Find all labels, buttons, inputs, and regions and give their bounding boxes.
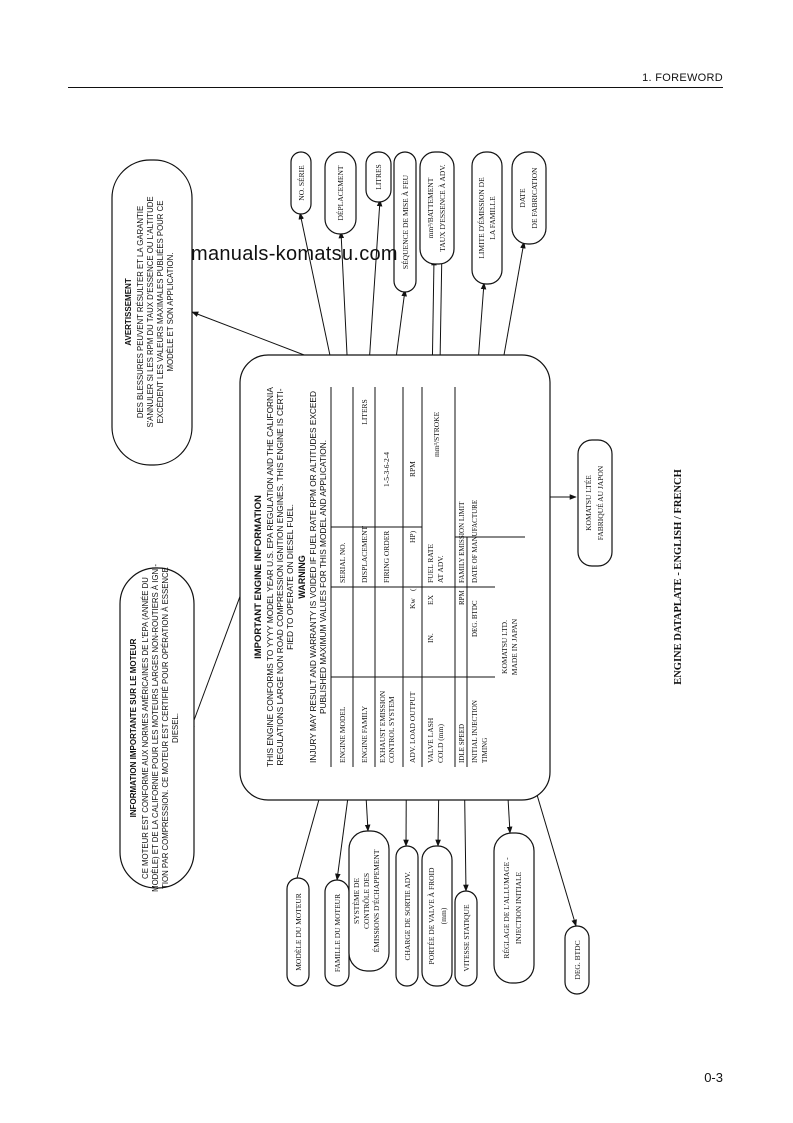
svg-text:DEG. BTDC: DEG. BTDC	[573, 940, 582, 979]
info-title: INFORMATION IMPORTANTE SUR LE MOTEUR	[129, 638, 138, 817]
row-ex: EX	[426, 594, 435, 605]
row-in: IN.	[426, 633, 435, 643]
svg-text:DES BLESSURES PEUVENT RÉSULTER: DES BLESSURES PEUVENT RÉSULTER ET LA GAR…	[136, 206, 145, 418]
svg-text:DATE: DATE	[518, 188, 527, 208]
svg-text:NO. SÉRIE: NO. SÉRIE	[296, 165, 306, 201]
svg-text:LIMITE D'ÉMISSION DE: LIMITE D'ÉMISSION DE	[476, 177, 486, 259]
plate-intro-3: FIED TO OPERATE ON DIESEL FUEL.	[285, 504, 295, 650]
callout-modele-moteur: MODÈLE DU MOTEUR	[286, 877, 310, 987]
callout-limite-emission: LIMITE D'ÉMISSION DE LA FAMILLE	[471, 151, 503, 285]
svg-text:CE MOTEUR EST CONFORME AUX NOR: CE MOTEUR EST CONFORME AUX NORMES AMÉRIC…	[141, 577, 150, 879]
row-paren: (	[408, 588, 417, 591]
row-cold-mm: COLD (mm)	[436, 724, 445, 763]
svg-text:mm³/BATTEMENT: mm³/BATTEMENT	[426, 177, 435, 238]
row-engine-family: ENGINE FAMILY	[360, 705, 369, 763]
callout-litres: LITRES	[365, 151, 392, 203]
svg-text:EXCÈDENT LES VALEURS MAXIMALES: EXCÈDENT LES VALEURS MAXIMALES PUBLIÉES …	[156, 201, 165, 424]
plate-origin: MADE IN JAPAN	[510, 618, 519, 675]
svg-text:CHARGE DE SORTIE ADV.: CHARGE DE SORTIE ADV.	[403, 871, 412, 960]
plate-border	[239, 354, 551, 801]
row-displacement: DISPLACEMENT	[360, 525, 369, 583]
callout-reglage-allumage: RÉGLAGE DE L'ALLUMAGE - INJECTION INITIA…	[493, 832, 535, 984]
row-liters: LITERS	[360, 399, 369, 424]
svg-text:LITRES: LITRES	[374, 164, 383, 189]
row-family-emission-limit: FAMILY EMISSION LIMIT	[458, 501, 466, 583]
callout-deplacement: DÉPLACEMENT	[324, 151, 357, 235]
row-at-adv: AT ADV.	[436, 555, 445, 583]
svg-text:MODÈLE DU MOTEUR: MODÈLE DU MOTEUR	[293, 893, 303, 971]
row-serial-no: SERIAL NO.	[338, 542, 347, 583]
row-date-of-manufacture: DATE OF MANUFACTURE	[471, 500, 479, 583]
svg-text:CONTRÔLE DES: CONTRÔLE DES	[361, 873, 371, 929]
row-idle-rpm: RPM	[458, 589, 466, 605]
row-firing-order: FIRING ORDER	[382, 531, 391, 583]
svg-text:MODÈLE ET SON APPLICATION.: MODÈLE ET SON APPLICATION.	[166, 253, 175, 372]
plate-warning-title: WARNING	[297, 555, 307, 599]
svg-text:MODÈLE) ET DE LA CALIFORNIE PO: MODÈLE) ET DE LA CALIFORNIE POUR LES MOT…	[151, 564, 160, 892]
row-deg-btdc: DEG. BTDC	[471, 600, 479, 637]
row-fuel-rate: FUEL RATE	[426, 543, 435, 583]
plate-intro-1: THIS ENGINE CONFORMS TO YYYY MODEL YEAR …	[265, 387, 275, 767]
callout-famille-moteur: FAMILLE DU MOTEUR	[324, 879, 350, 987]
svg-text:SÉQUENCE DE MISE À FEU: SÉQUENCE DE MISE À FEU	[400, 174, 410, 269]
svg-text:S'ANNULER SI LES RPM DU TAUX D: S'ANNULER SI LES RPM DU TAUX D'ESSENCE O…	[146, 196, 155, 427]
french-warning-box: AVERTISSEMENT DES BLESSURES PEUVENT RÉSU…	[111, 159, 193, 466]
row-adv-load-output: ADV. LOAD OUTPUT	[408, 691, 417, 763]
row-hp: HP)	[408, 530, 417, 543]
header-rule	[68, 87, 723, 88]
page-number: 0-3	[704, 1070, 723, 1085]
svg-text:TAUX D'ESSENCE À ADV.: TAUX D'ESSENCE À ADV.	[437, 164, 447, 251]
svg-text:FAMILLE DU MOTEUR: FAMILLE DU MOTEUR	[333, 894, 342, 972]
avertissement-title: AVERTISSEMENT	[124, 278, 133, 346]
callout-date-fabrication: DATE DE FABRICATION	[511, 151, 547, 245]
row-kw: Kw	[408, 598, 417, 609]
french-info-box: INFORMATION IMPORTANTE SUR LE MOTEUR CE …	[119, 564, 195, 892]
svg-text:DÉPLACEMENT: DÉPLACEMENT	[335, 165, 345, 220]
callout-no-serie: NO. SÉRIE	[290, 151, 312, 215]
row-engine-model: ENGINE MODEL	[338, 706, 347, 763]
row-valve-lash: VALVE LASH	[426, 717, 435, 763]
row-idle-speed: IDLE SPEED	[458, 724, 466, 763]
callout-vitesse-statique: VITESSE STATIQUE	[454, 890, 478, 987]
svg-text:DE FABRICATION: DE FABRICATION	[530, 167, 539, 228]
svg-text:DIESEL.: DIESEL.	[171, 713, 180, 743]
plate-warning-1: INJURY MAY RESULT AND WARRANTY IS VOIDED…	[308, 391, 318, 763]
row-firing-sequence: 1-5-3-6-2-4	[382, 452, 391, 487]
callout-deg-btdc: DEG. BTDC	[564, 925, 590, 995]
callout-sequence-mise-a-feu: SÉQUENCE DE MISE À FEU	[393, 151, 417, 293]
row-exhaust-emission: EXHAUST EMISSION	[378, 690, 387, 763]
svg-text:INJECTION INITIALE: INJECTION INITIALE	[514, 871, 523, 944]
engine-dataplate: IMPORTANT ENGINE INFORMATION THIS ENGINE…	[239, 354, 551, 801]
callout-taux-essence: mm³/BATTEMENT TAUX D'ESSENCE À ADV.	[419, 151, 455, 265]
row-timing: TIMING	[481, 738, 489, 763]
section-title: 1. FOREWORD	[642, 72, 723, 84]
svg-text:(mm): (mm)	[439, 907, 448, 924]
row-initial-injection: INITIAL INJECTION	[471, 700, 479, 763]
svg-text:PORTÉE DE VALVE À FROID: PORTÉE DE VALVE À FROID	[426, 867, 436, 965]
svg-text:FABRIQUÉ AU JAPON: FABRIQUÉ AU JAPON	[595, 465, 605, 540]
watermark: manuals-komatsu.com	[191, 243, 398, 265]
callout-komatsu-ltee: KOMATSU LTÉE FABRIQUÉ AU JAPON	[577, 439, 613, 567]
plate-maker: KOMATSU LTD.	[500, 620, 509, 674]
callouts-bottom: MODÈLE DU MOTEUR FAMILLE DU MOTEUR SYSTÈ…	[286, 830, 590, 995]
svg-text:LA FAMILLE: LA FAMILLE	[488, 196, 497, 240]
callout-portee-valve: PORTÉE DE VALVE À FROID (mm)	[421, 845, 453, 987]
callout-charge-sortie: CHARGE DE SORTIE ADV.	[395, 845, 419, 987]
svg-text:RÉGLAGE DE L'ALLUMAGE -: RÉGLAGE DE L'ALLUMAGE -	[501, 857, 511, 959]
row-control-system: CONTROL SYSTEM	[387, 696, 396, 763]
svg-text:KOMATSU LTÉE: KOMATSU LTÉE	[583, 475, 593, 531]
plate-intro-2: REGULATIONS LARGE NON ROAD COMPRESSION I…	[275, 388, 285, 765]
svg-text:TION PAR COMPRESSION. CE MOTE: TION PAR COMPRESSION. CE MOTEUR EST CERT…	[161, 567, 170, 889]
svg-text:SYSTÈME DE: SYSTÈME DE	[351, 878, 361, 924]
plate-warning-2: PUBLISHED MAXIMUM VALUES FOR THIS MODEL …	[318, 440, 328, 714]
row-rpm: RPM	[408, 461, 417, 477]
row-stroke: mm³/STROKE	[432, 411, 441, 457]
svg-text:ÉMISSIONS D'ÉCHAPPEMENT: ÉMISSIONS D'ÉCHAPPEMENT	[371, 849, 381, 952]
figure-caption: ENGINE DATAPLATE - ENGLISH / FRENCH	[673, 469, 684, 685]
plate-title: IMPORTANT ENGINE INFORMATION	[253, 495, 264, 659]
svg-text:VITESSE STATIQUE: VITESSE STATIQUE	[462, 904, 471, 972]
callouts-top: NO. SÉRIE DÉPLACEMENT LITRES SÉQUENCE DE…	[290, 151, 547, 293]
callout-systeme-controle: SYSTÈME DE CONTRÔLE DES ÉMISSIONS D'ÉCHA…	[348, 830, 390, 972]
